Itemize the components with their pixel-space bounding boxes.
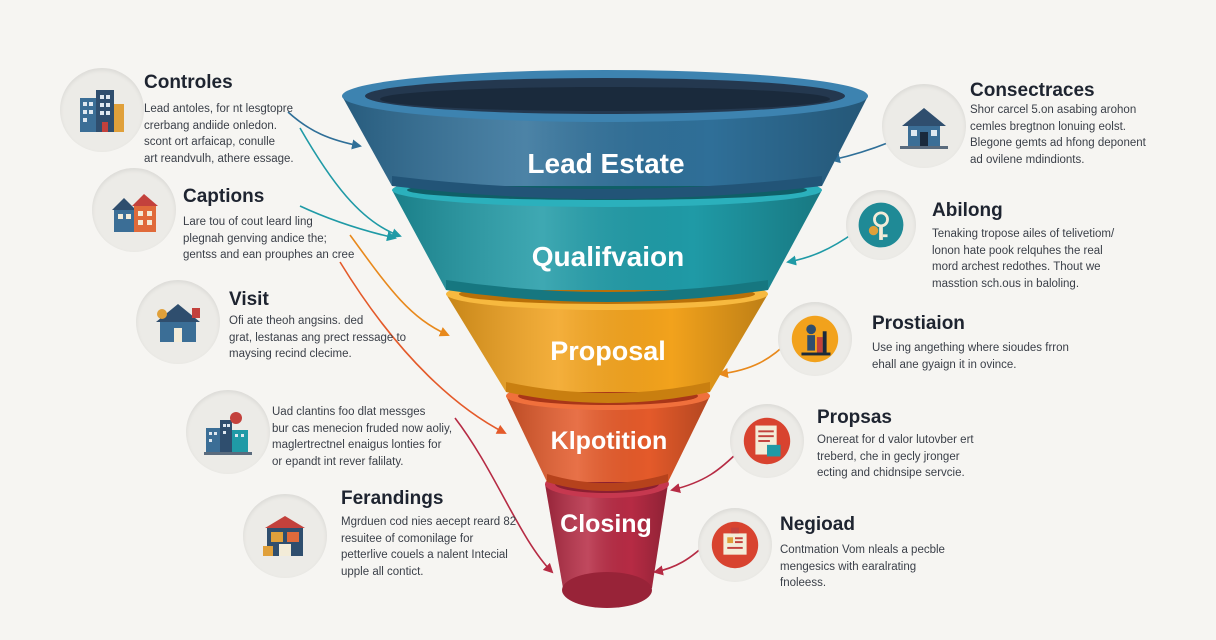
shop-icon (243, 494, 327, 578)
callout-body: Onereat for d valor lutovber ert treberd… (817, 434, 974, 479)
document-icon (730, 404, 804, 478)
arrow-controles-long (299, 127, 402, 239)
stage-label-5: Closing (560, 510, 652, 538)
callout-body: Lead antoles, for nt lesgtopre crerbang … (144, 103, 294, 165)
stage-label-1: Lead Estate (527, 148, 684, 179)
callout-body: Tenaking tropose ailes of telivetiom/ lo… (932, 228, 1115, 290)
contract-icon (698, 508, 772, 582)
callout-title: Prostiaion (872, 313, 965, 334)
city-icon (186, 390, 270, 474)
stage-label-2: Qualifvaion (532, 241, 684, 272)
arrow-consectraces (830, 141, 891, 164)
arrow-city (339, 261, 507, 434)
arrow-visit (349, 234, 450, 337)
arrow-propsas (670, 449, 741, 493)
callout-body: Uad clantins foo dlat messges bur cas me… (272, 406, 453, 468)
callout-title: Consectraces (970, 80, 1095, 101)
arrow-abilong (786, 231, 856, 266)
callout-title: Ferandings (341, 488, 444, 509)
keys-icon (846, 190, 916, 260)
arrow-controles (287, 111, 362, 150)
home-icon (882, 84, 966, 168)
callout-body: Ofi ate theoh angsins. ded grat, lestana… (229, 315, 407, 360)
callout-body: Contmation Vom nleals a pecble mengesics… (780, 544, 945, 589)
arrow-captions (299, 205, 397, 242)
stage-label-3: Proposal (550, 336, 666, 366)
arrow-ferandings (454, 417, 554, 574)
callout-title: Negioad (780, 514, 855, 535)
building-icon (60, 68, 144, 152)
callout-title: Captions (183, 186, 265, 207)
callout-body: Shor carcel 5.on asabing arohon cemles b… (970, 104, 1146, 166)
house-visit-icon (136, 280, 220, 364)
presenter-icon (778, 302, 852, 376)
houses-icon (92, 168, 176, 252)
callout-title: Propsas (817, 407, 892, 428)
callout-body: Lare tou of cout leard ling plegnah genv… (183, 216, 355, 261)
callout-title: Controles (144, 72, 233, 93)
funnel-stage-lead-estate (342, 70, 868, 199)
callout-body: Use ing angething where sioudes frron eh… (872, 342, 1069, 371)
callout-title: Visit (229, 289, 269, 310)
callout-body: Mgrduen cod nies aecept reard 82 resuite… (341, 516, 517, 578)
callout-title: Abilong (932, 200, 1003, 221)
funnel-stage-proposal (446, 278, 768, 403)
stage-label-4: Klpotition (551, 427, 668, 455)
